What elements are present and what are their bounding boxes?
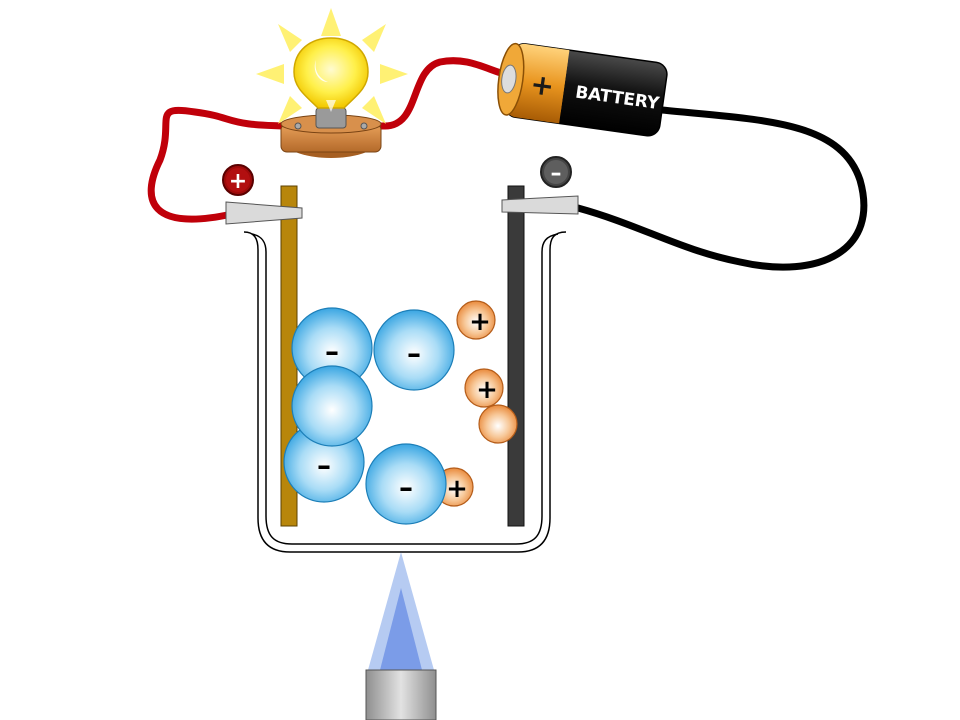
anion: – (291, 307, 373, 389)
negative-clip (501, 195, 579, 215)
anion-symbol: – (325, 335, 339, 368)
cation-symbol: + (446, 474, 468, 504)
negative-electrode (507, 185, 525, 527)
positive-clip (225, 201, 303, 225)
anion-symbol: – (407, 337, 421, 370)
positive-wire (147, 57, 516, 223)
cation-symbol: + (476, 375, 498, 405)
anion: – (365, 443, 447, 525)
positive-terminal-symbol: + (229, 169, 247, 194)
negative-terminal-badge: – (540, 156, 572, 188)
cation: + (464, 368, 504, 408)
positive-terminal-badge: + (222, 164, 254, 196)
cation: + (456, 300, 496, 340)
battery-plus-sign: + (528, 67, 556, 103)
light-bulb-icon (256, 8, 408, 158)
flame-inner (380, 588, 422, 670)
negative-wire (574, 106, 868, 271)
anion-symbol: – (399, 471, 413, 504)
beaker (243, 231, 567, 553)
bunsen-burner-icon (365, 552, 437, 720)
anion: – (373, 309, 455, 391)
anion (291, 365, 373, 447)
burner-tube (365, 669, 437, 720)
negative-terminal-symbol: – (551, 161, 562, 186)
cation (478, 404, 518, 444)
battery-icon: + BATTERY (497, 42, 668, 137)
cation-symbol: + (469, 307, 491, 337)
anion-symbol: – (317, 449, 331, 482)
